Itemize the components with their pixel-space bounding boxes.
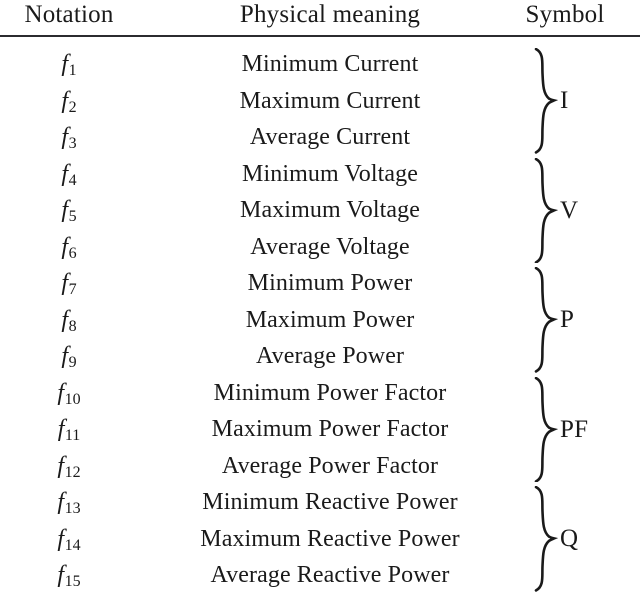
cell-physical-meaning: Average Power Factor <box>221 452 439 479</box>
cell-notation: f14 <box>0 521 144 565</box>
cell-notation: f10 <box>0 375 144 419</box>
cell-physical-meaning: Average Voltage <box>250 233 410 260</box>
notation-subscript: 4 <box>68 171 77 189</box>
cell-physical-meaning: Minimum Current <box>241 51 419 77</box>
cell-physical-meaning: Maximum Power <box>245 306 415 333</box>
notation-subscript: 6 <box>68 244 77 262</box>
notation-base: f <box>57 489 65 515</box>
notation-base: f <box>61 87 69 114</box>
cell-notation: f4 <box>0 156 144 200</box>
notation-subscript: 8 <box>68 317 77 335</box>
table-row: f14 Maximum Reactive Power <box>0 521 640 558</box>
table-row: f15 Average Reactive Power <box>0 557 640 594</box>
column-header-physical-meaning: Physical meaning <box>239 1 421 28</box>
table-row: f6 Average Voltage <box>0 229 640 266</box>
cell-physical-meaning: Maximum Reactive Power <box>200 525 460 552</box>
notation-base: f <box>61 124 69 150</box>
cell-notation: f8 <box>0 302 144 346</box>
cell-physical-meaning: Average Current <box>249 124 411 150</box>
notation-base: f <box>57 452 65 479</box>
table-row: f4 Minimum Voltage <box>0 156 640 193</box>
column-header-notation: Notation <box>24 1 114 28</box>
notation-base: f <box>57 416 65 442</box>
notation-base: f <box>61 197 69 223</box>
cell-physical-meaning: Maximum Current <box>239 87 421 114</box>
header-horizontal-rule <box>0 35 640 37</box>
notation-subscript: 10 <box>64 390 81 408</box>
table-row: f13 Minimum Reactive Power <box>0 484 640 521</box>
cell-notation: f1 <box>0 46 144 90</box>
notation-base: f <box>61 160 69 187</box>
column-header-symbol: Symbol <box>525 1 605 28</box>
cell-notation: f2 <box>0 83 144 127</box>
table-row: f1 Minimum Current <box>0 46 640 83</box>
cell-physical-meaning: Minimum Voltage <box>242 160 418 187</box>
notation-subscript: 12 <box>64 463 81 481</box>
notation-subscript: 3 <box>68 135 77 153</box>
cell-physical-meaning: Minimum Power <box>247 270 413 296</box>
notation-subscript: 9 <box>68 354 77 372</box>
cell-notation: f6 <box>0 229 144 273</box>
cell-notation: f5 <box>0 192 144 236</box>
cell-physical-meaning: Maximum Power Factor <box>211 416 449 442</box>
table-row: f10 Minimum Power Factor <box>0 375 640 412</box>
table-row: f9 Average Power <box>0 338 640 375</box>
cell-physical-meaning: Average Reactive Power <box>210 562 450 588</box>
notation-subscript: 1 <box>68 62 77 80</box>
table-header-row: Notation Physical meaning Symbol <box>0 0 640 34</box>
cell-notation: f11 <box>0 411 144 455</box>
notation-base: f <box>61 343 69 369</box>
cell-physical-meaning: Average Power <box>255 343 405 369</box>
notation-subscript: 14 <box>64 536 81 554</box>
notation-subscript: 2 <box>68 98 77 116</box>
cell-notation: f12 <box>0 448 144 492</box>
cell-notation: f13 <box>0 484 144 528</box>
notation-base: f <box>61 233 69 260</box>
notation-base: f <box>61 270 69 296</box>
cell-notation: f7 <box>0 265 144 309</box>
table-row: f12 Average Power Factor <box>0 448 640 485</box>
notation-subscript: 11 <box>64 427 81 445</box>
table-row: f5 Maximum Voltage <box>0 192 640 229</box>
notation-subscript: 15 <box>64 573 81 591</box>
cell-notation: f15 <box>0 557 144 601</box>
notation-base: f <box>57 525 65 552</box>
cell-physical-meaning: Maximum Voltage <box>240 197 420 223</box>
cell-notation: f3 <box>0 119 144 163</box>
cell-physical-meaning: Minimum Reactive Power <box>202 489 458 515</box>
cell-notation: f9 <box>0 338 144 382</box>
notation-subscript: 5 <box>68 208 77 226</box>
cell-physical-meaning: Minimum Power Factor <box>213 379 447 406</box>
table-row: f3 Average Current <box>0 119 640 156</box>
table-row: f11 Maximum Power Factor <box>0 411 640 448</box>
table-row: f2 Maximum Current <box>0 83 640 120</box>
notation-base: f <box>57 379 65 406</box>
notation-base: f <box>57 562 65 588</box>
notation-subscript: 13 <box>64 500 81 518</box>
notation-subscript: 7 <box>68 281 77 299</box>
table-row: f8 Maximum Power <box>0 302 640 339</box>
notation-base: f <box>61 51 69 77</box>
table-row: f7 Minimum Power <box>0 265 640 302</box>
notation-base: f <box>61 306 69 333</box>
